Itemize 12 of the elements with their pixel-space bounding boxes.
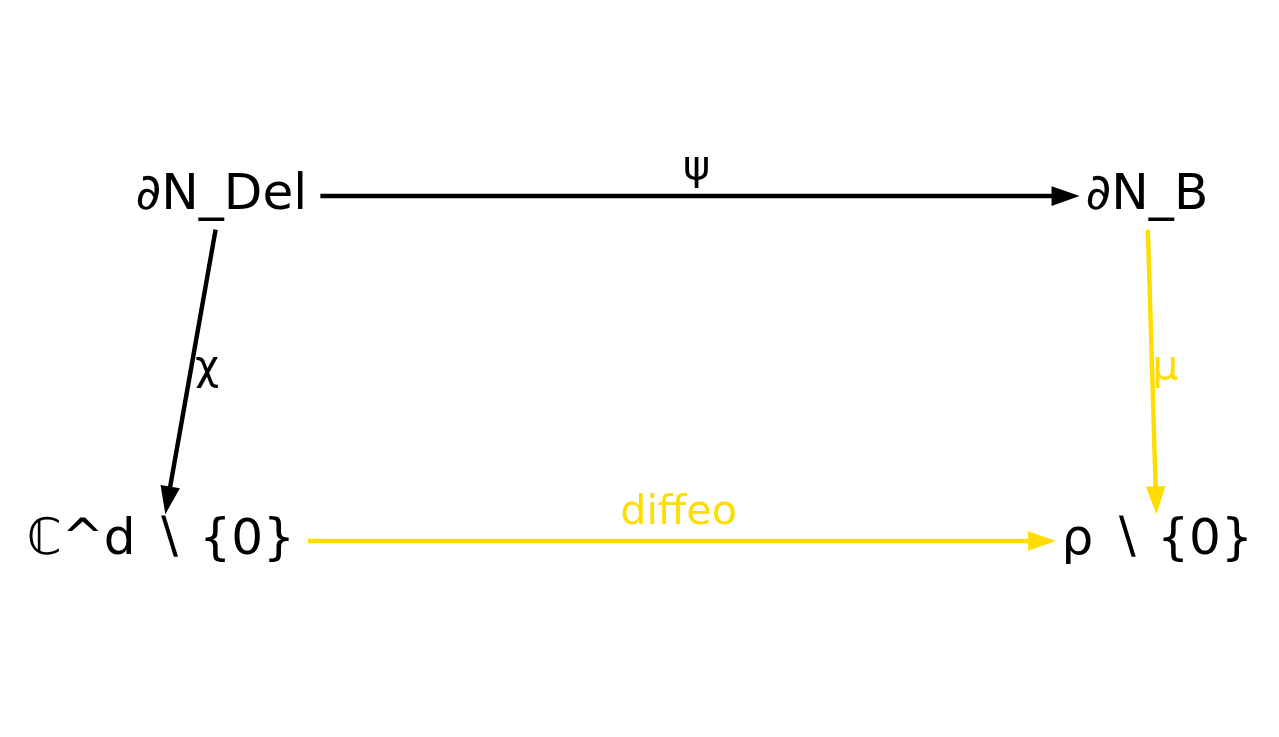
node-text: ℂ^d ∖ {0} [26, 506, 295, 566]
arrow [320, 186, 1080, 206]
arrow [160, 229, 218, 515]
arrow [1145, 229, 1166, 515]
node-text: ∂N_B [1085, 161, 1209, 221]
arrow [307, 531, 1057, 551]
edge-label: χ [195, 340, 220, 389]
edge-label: diffeo [620, 485, 737, 534]
edge-label: μ [1152, 340, 1179, 389]
node-text: ∂N_Del [135, 161, 308, 221]
node-text: ρ ∖ {0} [1061, 506, 1253, 566]
edge-label: ψ [683, 140, 711, 189]
